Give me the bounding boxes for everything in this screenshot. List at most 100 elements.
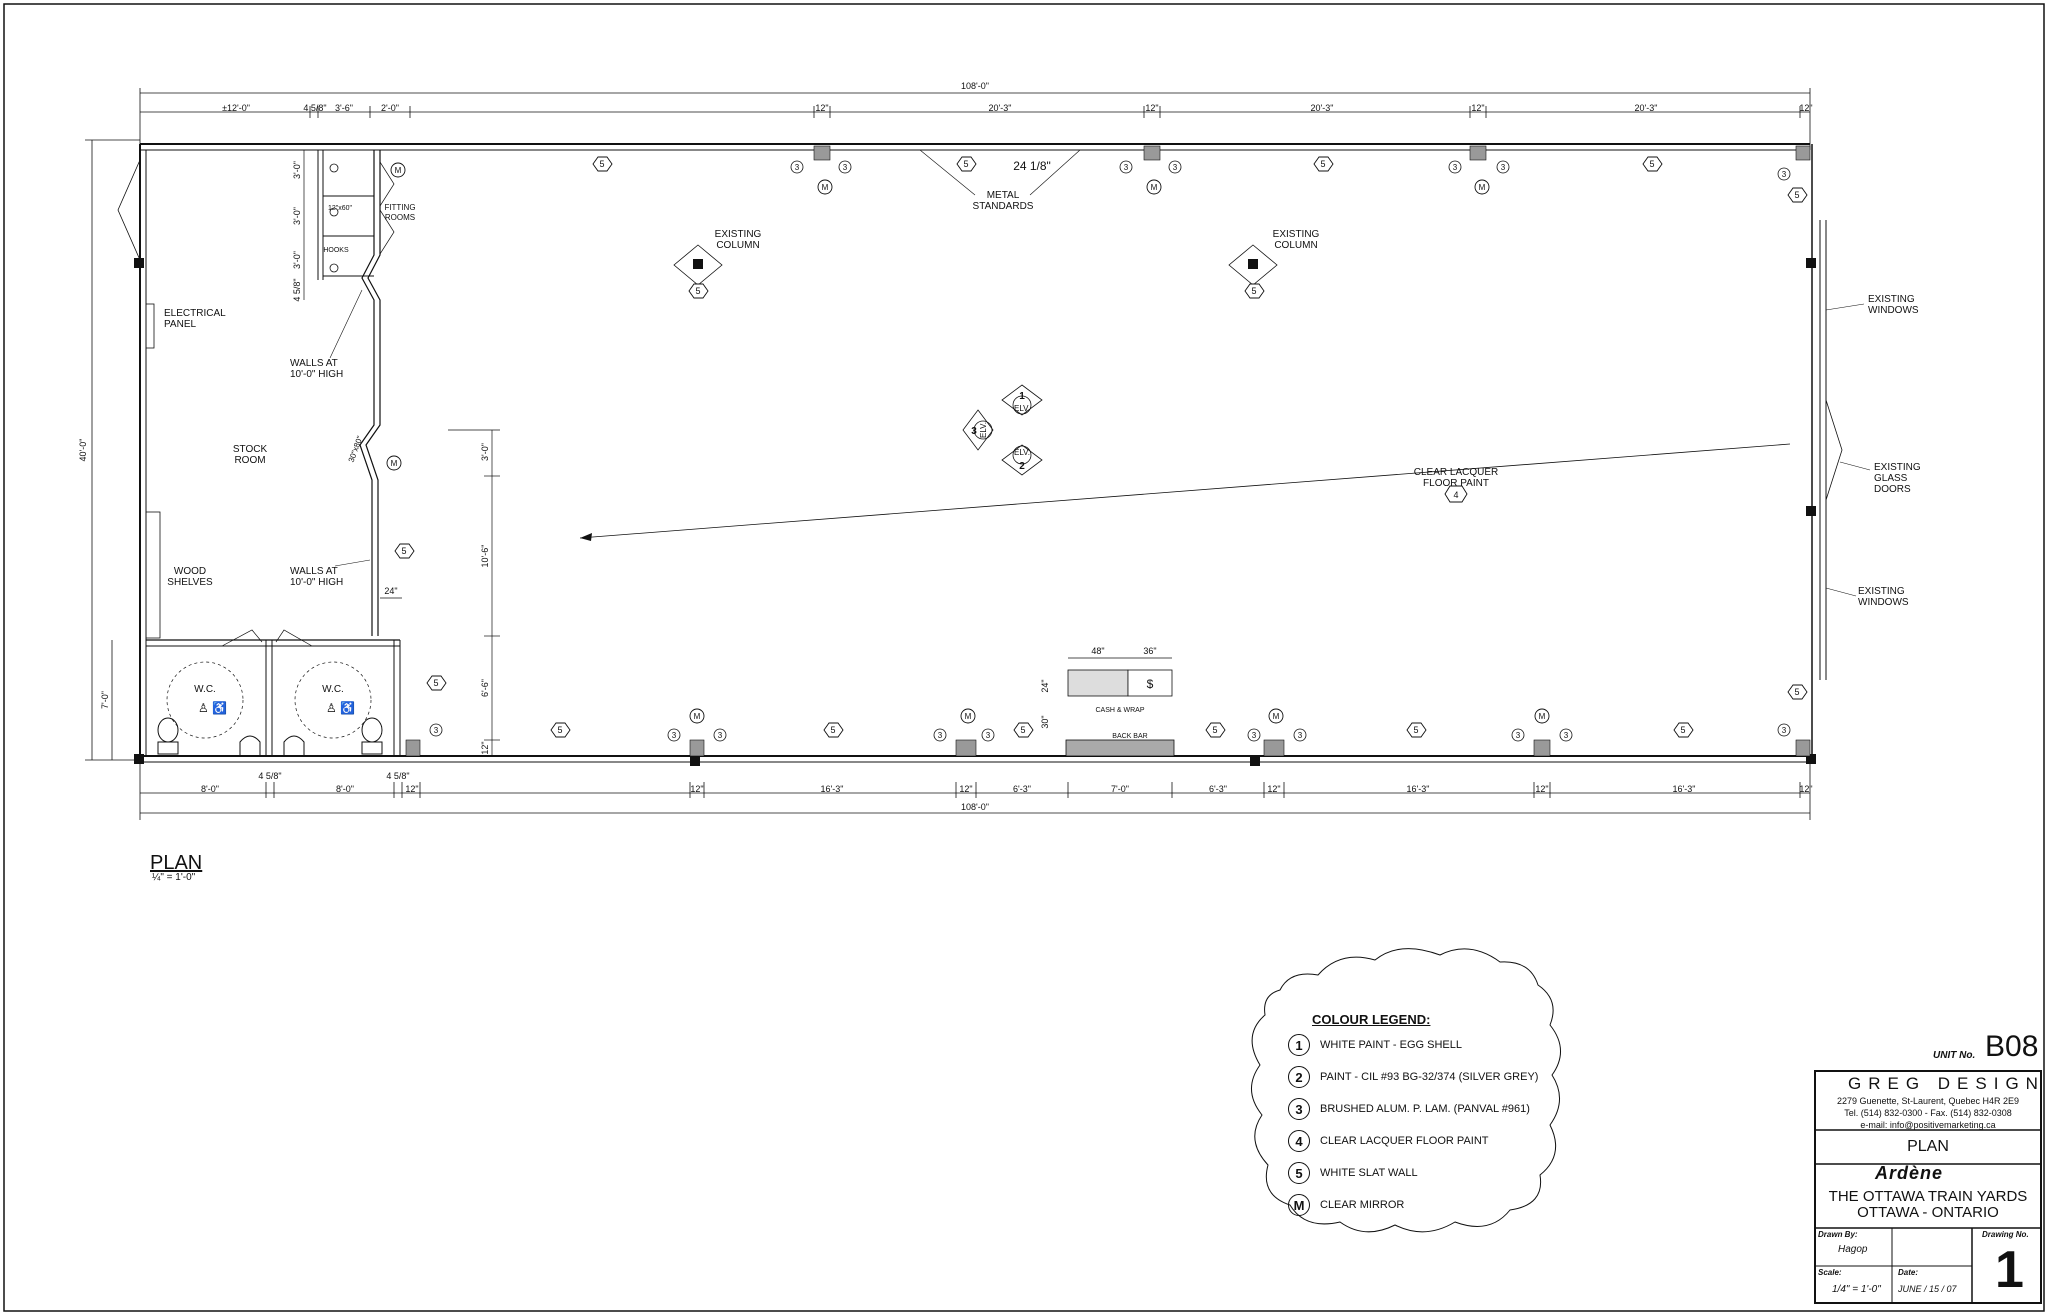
tag-3: 3 bbox=[986, 731, 991, 740]
cash-dim: 24" bbox=[1040, 679, 1050, 692]
tag-3: 3 bbox=[795, 163, 800, 172]
firm-email: e-mail: info@positivemarketing.ca bbox=[1860, 1120, 1996, 1130]
scale-value: 1/4" = 1'-0" bbox=[1832, 1284, 1881, 1295]
bottom-dim: 8'-0" bbox=[201, 784, 219, 794]
cash-dim: 30" bbox=[1040, 715, 1050, 728]
bottom-dim: 8'-0" bbox=[336, 784, 354, 794]
hooks-label: HOOKS bbox=[323, 247, 349, 254]
tag-5: 5 bbox=[557, 725, 562, 735]
tag-5: 5 bbox=[1649, 159, 1654, 169]
existing-column-label: EXISTING bbox=[1273, 229, 1320, 240]
title-block-grid bbox=[1814, 1129, 2042, 1304]
tag-m: M bbox=[395, 166, 402, 175]
stock-room-label: ROOM bbox=[234, 455, 265, 466]
date-value: JUNE / 15 / 07 bbox=[1898, 1284, 1957, 1294]
vert-dim: 3'-0" bbox=[480, 443, 490, 461]
wood-shelves-label: WOOD bbox=[174, 566, 206, 577]
bottom-dim: 12" bbox=[1535, 784, 1548, 794]
plan-scale: ¼" = 1'-0" bbox=[152, 872, 196, 883]
fitting-dim: 3'-0" bbox=[292, 161, 302, 179]
windows-leader bbox=[1825, 303, 1865, 311]
arrow-head-icon bbox=[580, 533, 592, 541]
top-dim: 12" bbox=[1145, 103, 1158, 113]
bottom-dim: 4 5/8" bbox=[386, 771, 409, 781]
slat-wall-tag-text: 5 5 5 5 5 5 5 5 5 5 5 5 5 5 5 5 bbox=[401, 159, 1799, 735]
clear-lacquer-label: CLEAR LACQUER bbox=[1414, 467, 1498, 478]
overall-top-dim: 108'-0" bbox=[961, 81, 989, 91]
walls-10-label: WALLS AT bbox=[290, 358, 338, 369]
cash-wrap-label: CASH & WRAP bbox=[1095, 707, 1144, 714]
sheet-border bbox=[3, 3, 2045, 1312]
bottom-dim: 16'-3" bbox=[1673, 784, 1696, 794]
metal-standards-label: STANDARDS bbox=[973, 201, 1034, 212]
slat-wall-tags bbox=[394, 156, 1808, 738]
bottom-dim: 7'-0" bbox=[1111, 784, 1129, 794]
drawing-no-label: Drawing No. bbox=[1982, 1230, 2029, 1239]
tag-5: 5 bbox=[695, 286, 700, 296]
bottom-dim-ticks bbox=[265, 782, 1801, 798]
elv-number: 2 bbox=[1019, 461, 1025, 472]
vert-dim: 6'-6" bbox=[480, 679, 490, 697]
legend-key: 1 bbox=[1288, 1034, 1310, 1056]
washrooms bbox=[146, 629, 401, 756]
legend-key: 2 bbox=[1288, 1066, 1310, 1088]
walls-10-label: 10'-0" HIGH bbox=[290, 369, 343, 380]
bottom-dimension-lines bbox=[139, 760, 1811, 820]
tag-3: 3 bbox=[1453, 163, 1458, 172]
tag-3: 3 bbox=[1782, 170, 1787, 179]
existing-windows-label: EXISTING bbox=[1858, 586, 1905, 597]
existing-windows-label: EXISTING bbox=[1868, 294, 1915, 305]
tag-5: 5 bbox=[830, 725, 835, 735]
top-dim: 12" bbox=[1471, 103, 1484, 113]
legend-text: CLEAR MIRROR bbox=[1320, 1199, 1405, 1211]
tag-5: 5 bbox=[1212, 725, 1217, 735]
cash-wrap-counter bbox=[1065, 657, 1175, 757]
walls-10-label: 10'-0" HIGH bbox=[290, 577, 343, 588]
tag-3: 3 bbox=[1782, 726, 1787, 735]
height-dim: 40'-0" bbox=[78, 439, 88, 462]
tag-3: 3 bbox=[1501, 163, 1506, 172]
legend-item: M CLEAR MIRROR bbox=[1288, 1194, 1404, 1216]
bottom-dim: 6'-3" bbox=[1013, 784, 1031, 794]
tag-3: 3 bbox=[1298, 731, 1303, 740]
tag-5: 5 bbox=[1020, 725, 1025, 735]
existing-windows-label: WINDOWS bbox=[1858, 597, 1909, 608]
legend-text: CLEAR LACQUER FLOOR PAINT bbox=[1320, 1135, 1489, 1147]
top-dim: 3'-6" bbox=[335, 103, 353, 113]
elv-number: 1 bbox=[1019, 391, 1025, 402]
bottom-segment-dims: 8'-0" 4 5/8" 8'-0" 4 5/8" 12" 12" 16'-3"… bbox=[201, 771, 1813, 794]
existing-glass-doors-label: DOORS bbox=[1874, 484, 1911, 495]
electrical-panel-label: ELECTRICAL bbox=[164, 308, 226, 319]
tag-5: 5 bbox=[1794, 687, 1799, 697]
tag-3: 3 bbox=[434, 726, 439, 735]
bottom-dim: 12" bbox=[405, 784, 418, 794]
lacquer-tag bbox=[1444, 485, 1468, 503]
stock-room-label: STOCK bbox=[233, 444, 268, 455]
windows-leader bbox=[1825, 587, 1857, 597]
scale-label: Scale: bbox=[1818, 1268, 1842, 1277]
top-dim-ticks bbox=[309, 106, 1801, 118]
legend-text: BRUSHED ALUM. P. LAM. (PANVAL #961) bbox=[1320, 1103, 1530, 1115]
bottom-dim: 16'-3" bbox=[821, 784, 844, 794]
existing-column-label: EXISTING bbox=[715, 229, 762, 240]
person-icon: ♙ ♿ bbox=[198, 701, 227, 715]
sheet-title: PLAN bbox=[1907, 1138, 1949, 1155]
tag-5: 5 bbox=[1320, 159, 1325, 169]
top-dim: ±12'-0" bbox=[222, 103, 250, 113]
tag-m: M bbox=[822, 183, 829, 192]
wc-label: W.C. bbox=[322, 684, 344, 695]
elv-label: ELV. bbox=[979, 422, 988, 438]
existing-glass-doors-label: EXISTING bbox=[1874, 462, 1921, 473]
dollar-sign: $ bbox=[1147, 677, 1154, 691]
tag-3: 3 bbox=[1173, 163, 1178, 172]
dim-24: 24" bbox=[384, 586, 397, 596]
unit-no-label: UNIT No. bbox=[1933, 1050, 1976, 1061]
tag-m: M bbox=[1479, 183, 1486, 192]
tag-5: 5 bbox=[1794, 190, 1799, 200]
top-dimension-lines bbox=[139, 88, 1811, 150]
cash-dim: 48" bbox=[1091, 646, 1104, 656]
firm-address: 2279 Guenette, St-Laurent, Quebec H4R 2E… bbox=[1836, 1096, 2020, 1106]
date-label: Date: bbox=[1898, 1268, 1919, 1277]
vert-dim: 12" bbox=[480, 741, 490, 754]
